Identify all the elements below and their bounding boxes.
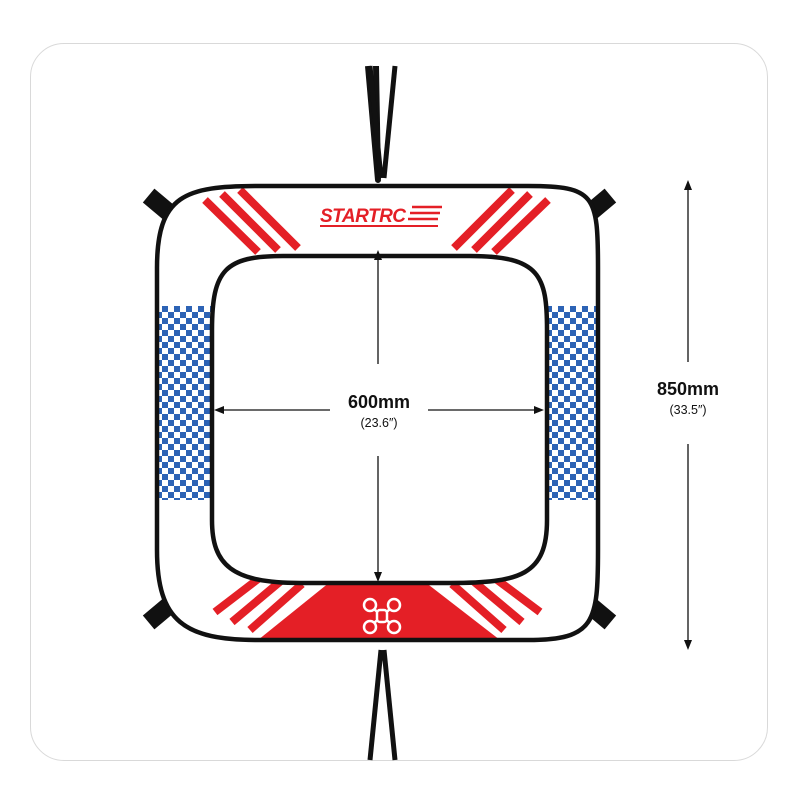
outer-dimension-imperial: (33.5″) [669, 403, 706, 417]
outer-dimension-label: 850mm [657, 379, 719, 399]
inner-dimension-label: 600mm [348, 392, 410, 412]
top-strap [365, 65, 398, 183]
bottom-strap [367, 649, 398, 761]
inner-width-arrow [214, 406, 544, 414]
drone-icon [362, 597, 402, 635]
outer-height-arrow [684, 180, 692, 650]
brand-logo: STARTRC [320, 205, 442, 227]
outer-frame-border [154, 183, 601, 643]
brand-logo-text: STARTRC [320, 206, 406, 227]
inner-height-arrow [374, 250, 382, 582]
stripes-top-left [202, 187, 301, 255]
checker-panel-left [158, 306, 212, 500]
inner-opening [209, 253, 550, 586]
inner-dimension-imperial: (23.6″) [360, 416, 397, 430]
stripes-top-right [451, 187, 551, 255]
checker-panel-right [548, 306, 598, 500]
stripes-bottom-left [212, 572, 305, 633]
